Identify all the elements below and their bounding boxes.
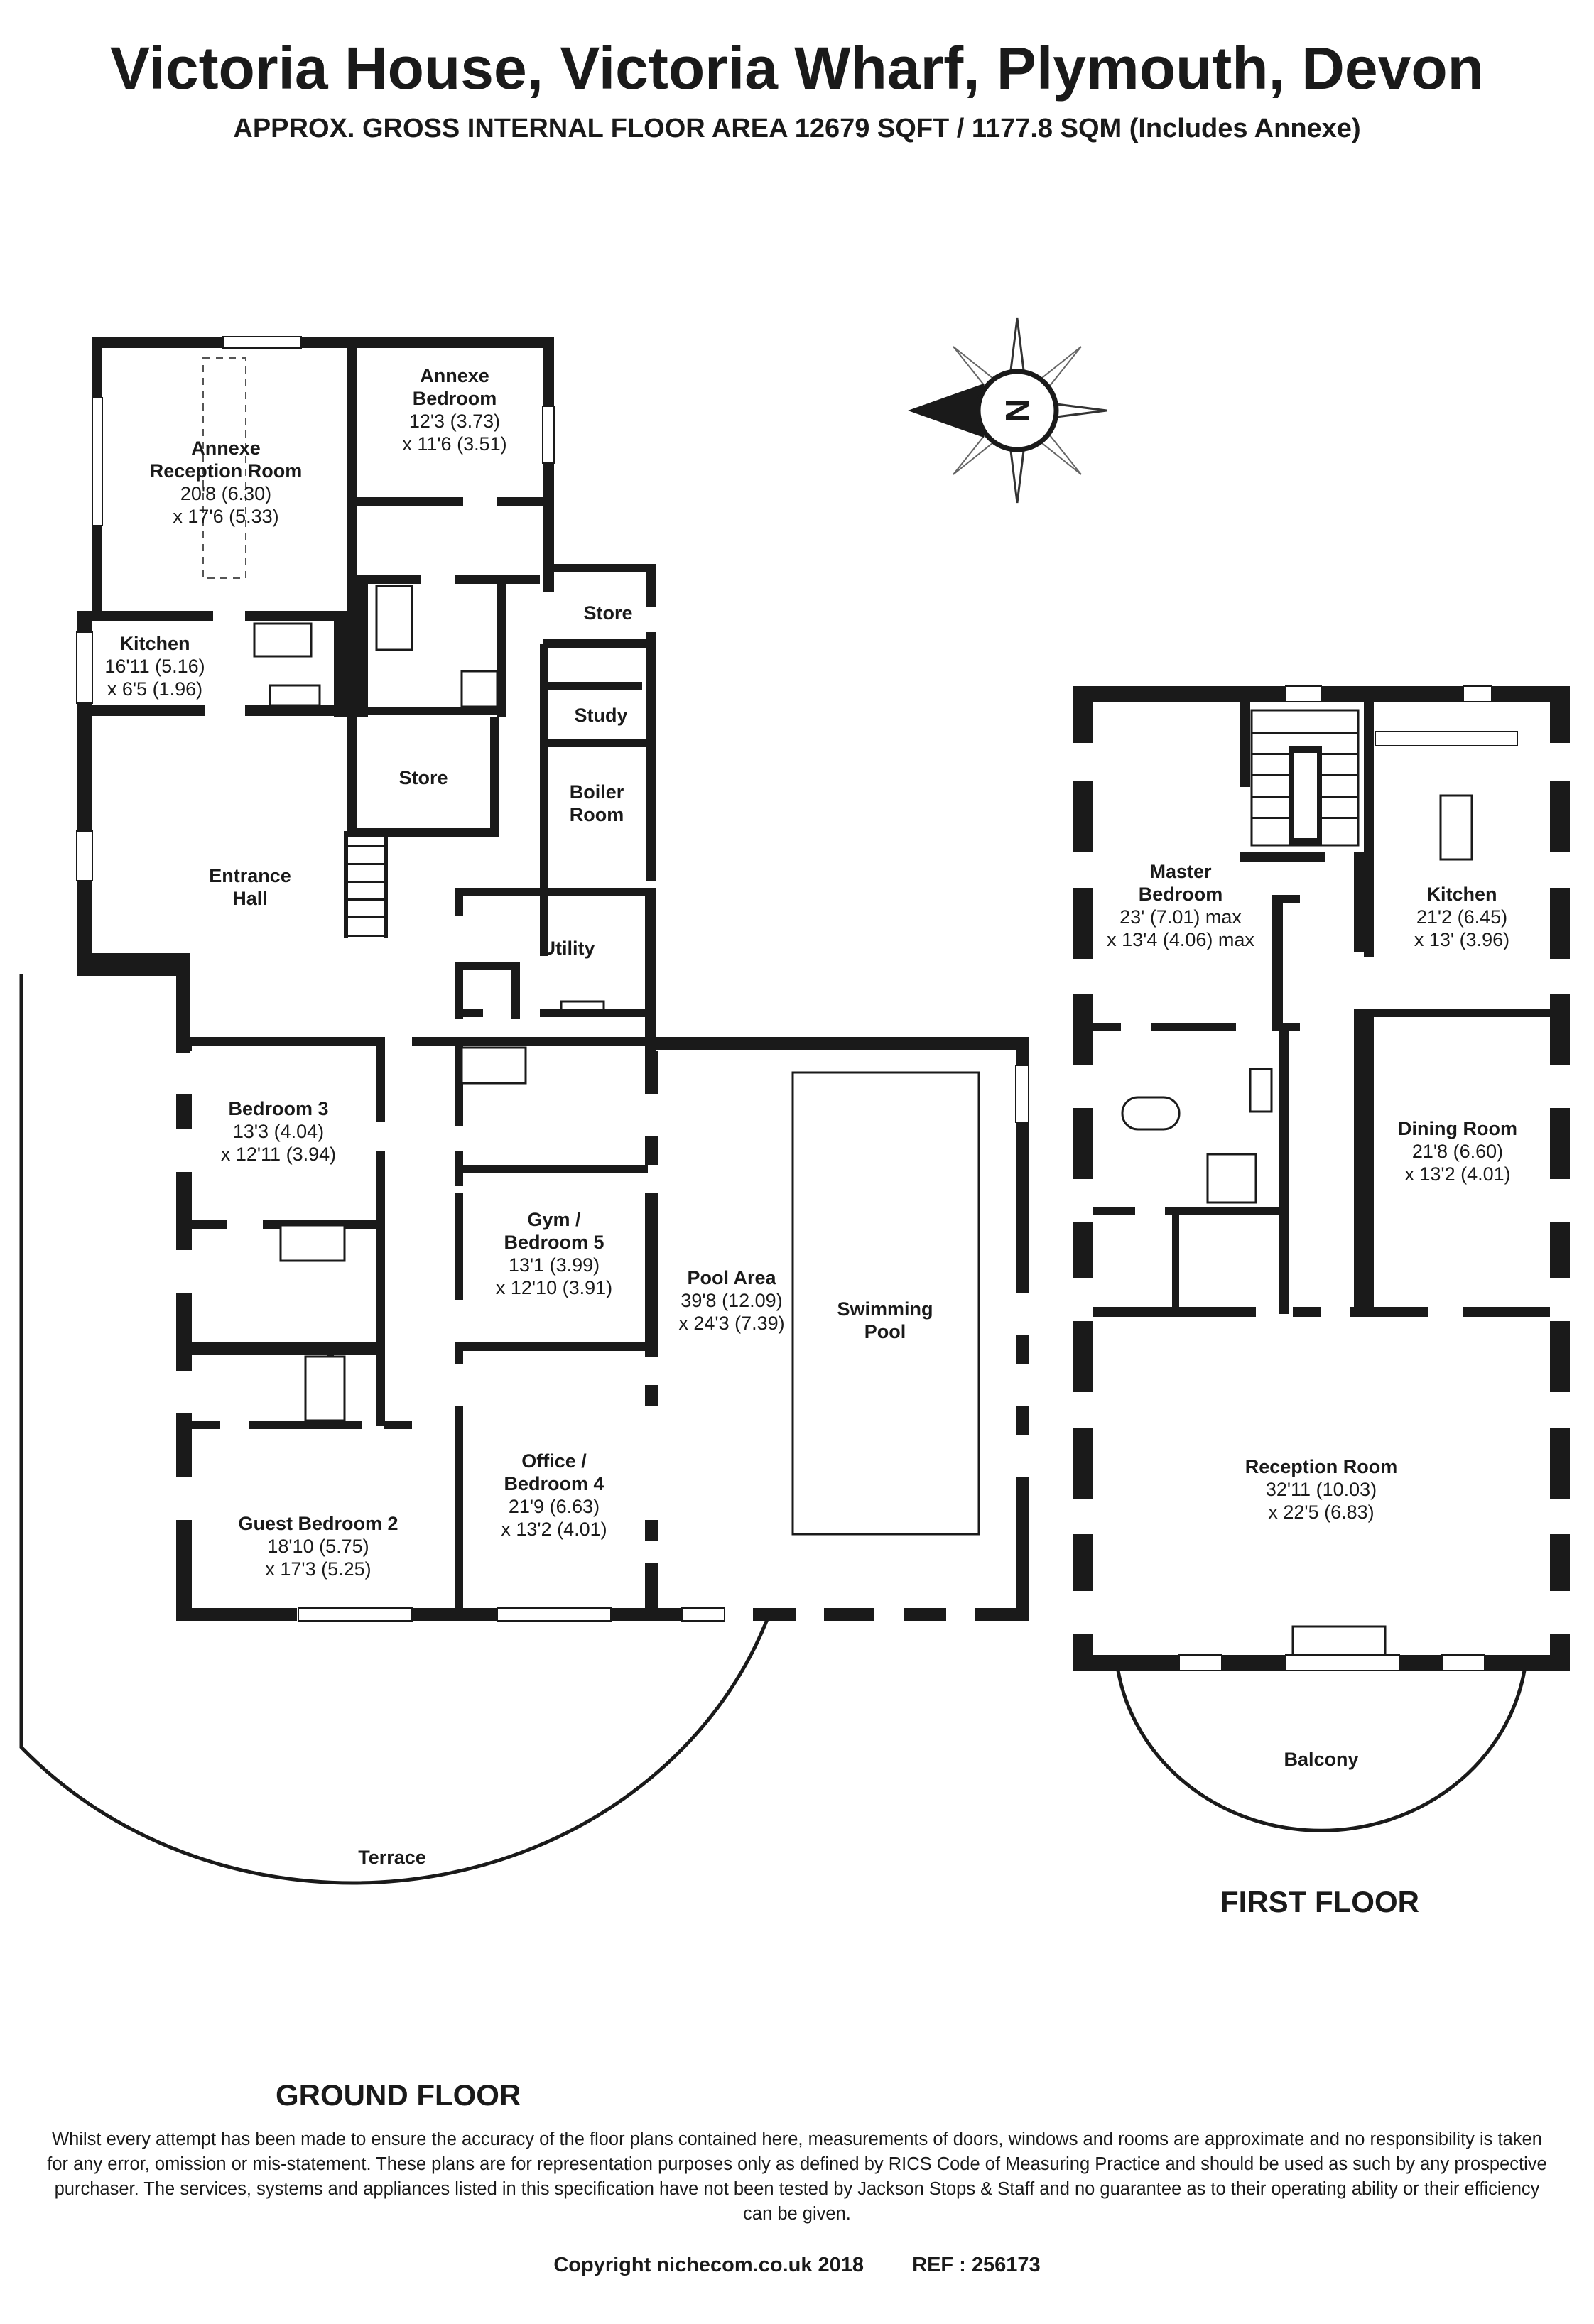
office-dim: 21'9 (6.63) — [509, 1496, 600, 1517]
annexe-reception-dim: 20'8 (6.30) — [180, 483, 271, 504]
pool-area-dim2: x 24'3 (7.39) — [678, 1313, 784, 1334]
entrance-name: Entrance — [209, 865, 291, 886]
office-name2: Bedroom 4 — [504, 1473, 604, 1494]
gym-name: Gym / — [527, 1209, 581, 1230]
first-floor-stairs — [1250, 709, 1360, 847]
compass-north-arrow-icon: N — [908, 317, 1107, 504]
utility-name: Utility — [541, 938, 595, 959]
boiler-name: Boiler — [570, 781, 624, 803]
store-top-name: Store — [583, 602, 632, 624]
dining-dim2: x 13'2 (4.01) — [1404, 1163, 1510, 1185]
gym-dim2: x 12'10 (3.91) — [496, 1277, 612, 1298]
balcony-name: Balcony — [1284, 1749, 1358, 1770]
office-dim2: x 13'2 (4.01) — [501, 1519, 607, 1540]
swimming-pool-name: Swimming — [837, 1298, 933, 1320]
reference-number: REF : 256173 — [912, 2254, 1041, 2276]
store-mid-name: Store — [398, 767, 448, 788]
ground-floor-plan — [19, 336, 1029, 1885]
gym-name2: Bedroom 5 — [504, 1232, 604, 1253]
pool-area-name: Pool Area — [687, 1267, 776, 1288]
copyright-text: Copyright nichecom.co.uk 2018 — [553, 2254, 864, 2276]
master-dim2: x 13'4 (4.06) max — [1107, 929, 1254, 950]
annexe-bedroom-dim2: x 11'6 (3.51) — [402, 433, 506, 455]
annexe-bedroom-name2: Bedroom — [413, 388, 497, 409]
study-name: Study — [574, 705, 627, 726]
pool-area-dim: 39'8 (12.09) — [681, 1290, 782, 1311]
kitchen-dim2: x 6'5 (1.96) — [107, 678, 202, 700]
annexe-reception-name: Annexe — [191, 438, 261, 459]
annexe-reception-name2: Reception Room — [150, 460, 303, 482]
guest-bedroom-dim2: x 17'3 (5.25) — [265, 1558, 371, 1580]
entrance-name2: Hall — [232, 888, 268, 909]
ff-kitchen-name: Kitchen — [1426, 884, 1497, 905]
first-floor-plan — [1073, 685, 1570, 1832]
first-floor-label: FIRST FLOOR — [1220, 1885, 1419, 1918]
master-dim: 23' (7.01) max — [1119, 906, 1242, 928]
guest-bedroom-name: Guest Bedroom 2 — [238, 1513, 398, 1534]
gym-dim: 13'1 (3.99) — [509, 1254, 600, 1276]
floor-area-subtitle: APPROX. GROSS INTERNAL FLOOR AREA 12679 … — [233, 114, 1361, 143]
annexe-reception-dim2: x 17'6 (5.33) — [173, 506, 278, 527]
swimming-pool-name2: Pool — [864, 1321, 906, 1342]
boiler-name2: Room — [570, 804, 624, 825]
ff-kitchen-dim: 21'2 (6.45) — [1416, 906, 1507, 928]
kitchen-name: Kitchen — [119, 633, 190, 654]
footer: Copyright nichecom.co.uk 2018 REF : 2561… — [0, 2254, 1594, 2277]
ground-floor-room-labels: Annexe Reception Room 20'8 (6.30) x 17'6… — [104, 365, 933, 1868]
reception-name: Reception Room — [1245, 1456, 1398, 1477]
first-floor-room-labels: Master Bedroom 23' (7.01) max x 13'4 (4.… — [1107, 861, 1517, 1770]
bedroom3-dim2: x 12'11 (3.94) — [221, 1144, 336, 1165]
kitchen-dim: 16'11 (5.16) — [104, 656, 205, 677]
page-title: Victoria House, Victoria Wharf, Plymouth… — [110, 35, 1484, 102]
reception-dim: 32'11 (10.03) — [1266, 1479, 1377, 1500]
office-name: Office / — [521, 1450, 587, 1472]
master-name2: Bedroom — [1139, 884, 1223, 905]
dining-name: Dining Room — [1398, 1118, 1517, 1139]
ff-kitchen-dim2: x 13' (3.96) — [1414, 929, 1509, 950]
bedroom3-dim: 13'3 (4.04) — [233, 1121, 324, 1142]
terrace-name: Terrace — [358, 1847, 426, 1868]
guest-bedroom-dim: 18'10 (5.75) — [267, 1536, 369, 1557]
dining-dim: 21'8 (6.60) — [1412, 1141, 1503, 1162]
ground-stairs — [344, 831, 388, 938]
reception-dim2: x 22'5 (6.83) — [1268, 1502, 1374, 1523]
disclaimer-text: Whilst every attempt has been made to en… — [47, 2129, 1547, 2224]
compass-label: N — [999, 398, 1036, 422]
annexe-bedroom-name: Annexe — [420, 365, 489, 386]
bedroom3-name: Bedroom 3 — [228, 1098, 328, 1119]
annexe-bedroom-dim: 12'3 (3.73) — [409, 411, 500, 432]
master-name: Master — [1149, 861, 1212, 882]
ground-floor-label: GROUND FLOOR — [276, 2078, 521, 2112]
